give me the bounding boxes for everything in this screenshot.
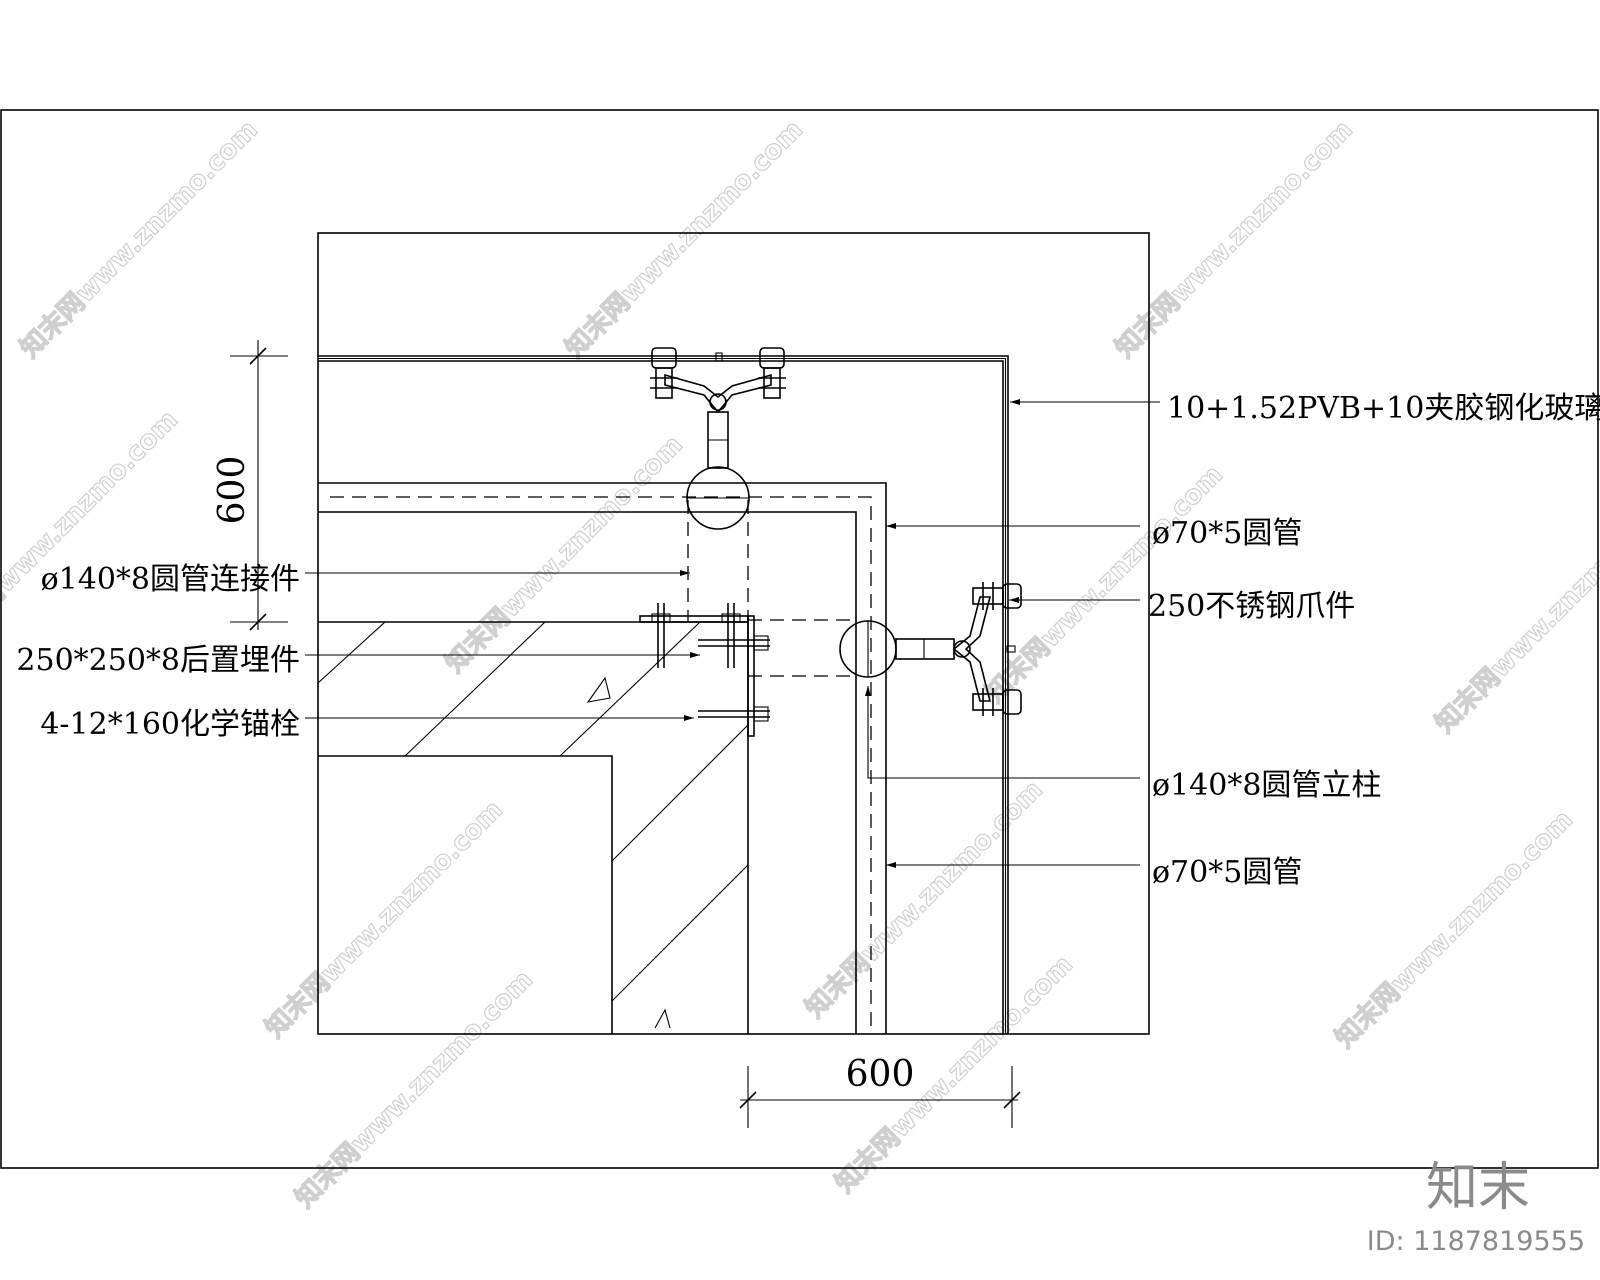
spider-arm-right bbox=[758, 347, 786, 399]
leaders-left bbox=[305, 570, 700, 721]
watermark-image-id: ID: 1187819555 bbox=[1367, 1226, 1585, 1257]
watermark-brand: 知末 bbox=[1426, 1158, 1530, 1218]
watermark-text: 知末网www.znzmo.com bbox=[1330, 805, 1579, 1054]
watermark-text: 知末网www.znzmo.com bbox=[1430, 490, 1600, 739]
dimension-horizontal: 600 bbox=[739, 1054, 1021, 1128]
dimension-vertical: 600 bbox=[212, 340, 288, 631]
connector-tube-140x8 bbox=[686, 466, 750, 622]
label-connector-tube: ø140*8圆管连接件 bbox=[41, 562, 300, 597]
top-spider-fitting bbox=[650, 347, 786, 469]
leaders-right bbox=[865, 399, 1160, 868]
round-tube-70x5 bbox=[318, 482, 887, 1034]
spider-arm-lower bbox=[972, 688, 1022, 716]
outer-frame bbox=[0, 109, 1599, 1169]
label-round-tube-upper: ø70*5圆管 bbox=[1152, 516, 1302, 551]
label-chemical-anchor: 4-12*160化学锚栓 bbox=[40, 707, 300, 742]
watermark-text: 知末网www.znzmo.com bbox=[0, 405, 184, 654]
concrete-structure bbox=[317, 621, 749, 1034]
watermark-text: 知末网www.znzmo.com bbox=[1110, 115, 1359, 364]
label-round-tube-lower: ø70*5圆管 bbox=[1152, 855, 1302, 890]
watermark-text: 知末网www.znzmo.com bbox=[15, 115, 264, 364]
right-spider-fitting bbox=[895, 582, 1022, 716]
spider-arm-left bbox=[650, 347, 678, 399]
spider-arm-upper bbox=[972, 582, 1022, 610]
watermark-text: 知末网www.znzmo.com bbox=[440, 430, 689, 679]
label-laminated-glass: 10+1.52PVB+10夹胶钢化玻璃 bbox=[1167, 391, 1600, 426]
embedded-plate bbox=[639, 603, 770, 737]
watermark-text: 知末网www.znzmo.com bbox=[560, 115, 809, 364]
watermark-text: 知末网www.znzmo.com bbox=[290, 965, 539, 1214]
watermark-text: 知末网www.znzmo.com bbox=[800, 775, 1049, 1024]
drawing-boundary bbox=[317, 232, 1150, 1035]
watermark-text: 知末网www.znzmo.com bbox=[260, 795, 509, 1044]
dimension-vertical-label: 600 bbox=[212, 456, 253, 525]
label-spider-fitting: 250不锈钢爪件 bbox=[1148, 589, 1355, 624]
label-column-tube: ø140*8圆管立柱 bbox=[1152, 768, 1381, 803]
laminated-glass-panel bbox=[318, 355, 1009, 1034]
dimension-horizontal-label: 600 bbox=[846, 1054, 915, 1095]
column-tube-140x8 bbox=[748, 619, 897, 678]
label-embedded-plate: 250*250*8后置埋件 bbox=[16, 643, 300, 678]
